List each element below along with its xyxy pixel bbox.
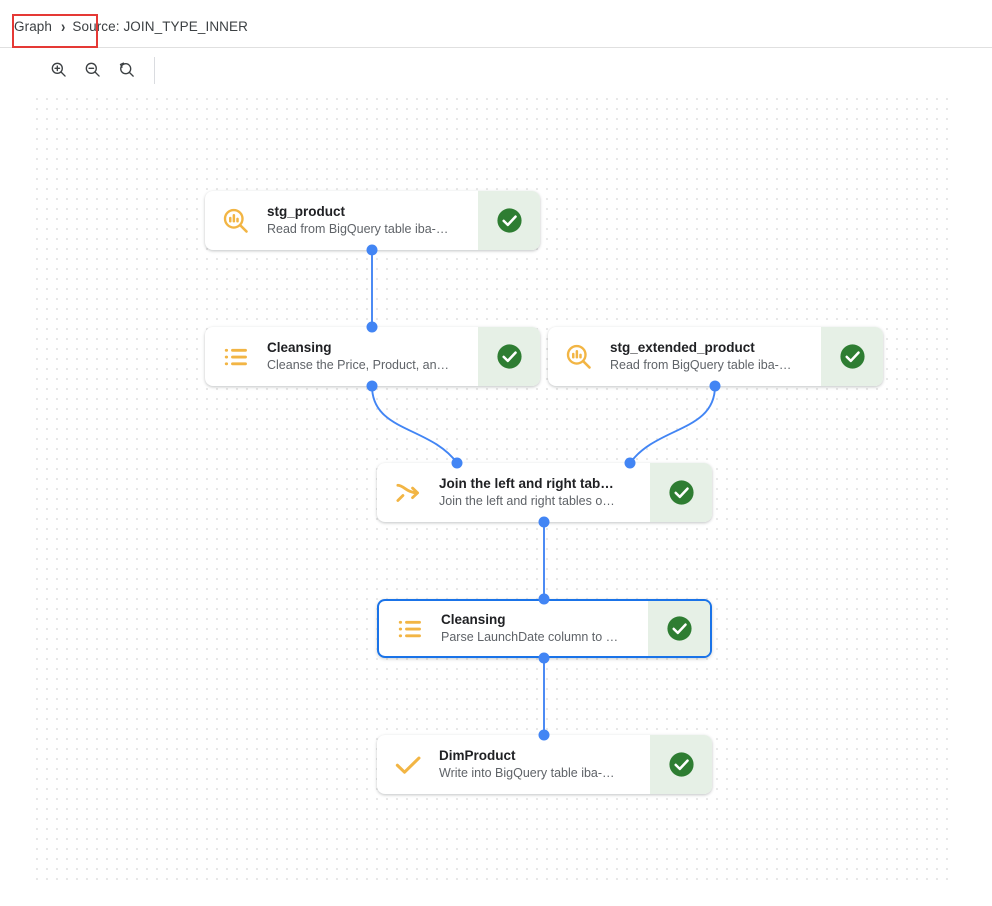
page-header: Graph › Source: JOIN_TYPE_INNER bbox=[0, 0, 992, 48]
status-badge bbox=[478, 191, 540, 250]
check-circle-icon bbox=[667, 750, 696, 779]
node-title: DimProduct bbox=[439, 748, 516, 763]
node-port-output[interactable] bbox=[538, 516, 550, 528]
zoom-in-icon bbox=[49, 60, 68, 79]
breadcrumb-root-link[interactable]: Graph bbox=[14, 18, 53, 34]
graph-edge bbox=[371, 385, 458, 464]
magnifier-chart-icon bbox=[548, 327, 610, 386]
node-port-input[interactable] bbox=[538, 593, 550, 605]
node-title: stg_extended_product bbox=[610, 340, 755, 355]
node-port-output[interactable] bbox=[366, 244, 378, 256]
status-badge bbox=[650, 463, 712, 522]
list-icon bbox=[379, 601, 441, 656]
node-title: Cleansing bbox=[267, 340, 332, 355]
check-circle-icon bbox=[495, 206, 524, 235]
node-port-output[interactable] bbox=[538, 652, 550, 664]
node-port-output[interactable] bbox=[366, 380, 378, 392]
node-title: stg_product bbox=[267, 204, 346, 219]
graph-toolbar bbox=[0, 48, 992, 90]
status-badge bbox=[821, 327, 883, 386]
status-badge bbox=[648, 601, 710, 656]
zoom-out-button[interactable] bbox=[78, 55, 106, 83]
check-circle-icon bbox=[665, 614, 694, 643]
breadcrumb: Graph › Source: JOIN_TYPE_INNER bbox=[14, 13, 248, 39]
check-circle-icon bbox=[667, 478, 696, 507]
zoom-reset-icon bbox=[117, 60, 136, 79]
chevron-right-icon: › bbox=[61, 16, 66, 36]
node-subtitle: Parse LaunchDate column to … bbox=[441, 630, 619, 644]
status-badge bbox=[478, 327, 540, 386]
node-port-input[interactable] bbox=[538, 729, 550, 741]
node-subtitle: Read from BigQuery table iba-… bbox=[267, 222, 449, 236]
check-circle-icon bbox=[838, 342, 867, 371]
node-subtitle: Read from BigQuery table iba-… bbox=[610, 358, 792, 372]
toolbar-divider bbox=[154, 57, 155, 84]
node-subtitle: Write into BigQuery table iba-… bbox=[439, 766, 615, 780]
zoom-in-button[interactable] bbox=[44, 55, 72, 83]
join-arrow-icon bbox=[377, 463, 439, 522]
node-title: Join the left and right tab… bbox=[439, 476, 614, 491]
checkmark-icon bbox=[377, 735, 439, 794]
node-title: Cleansing bbox=[441, 612, 506, 627]
node-port-input-right[interactable] bbox=[624, 457, 636, 469]
graph-edge bbox=[629, 385, 716, 464]
check-circle-icon bbox=[495, 342, 524, 371]
node-subtitle: Cleanse the Price, Product, an… bbox=[267, 358, 450, 372]
list-icon bbox=[205, 327, 267, 386]
zoom-out-icon bbox=[83, 60, 102, 79]
node-port-output[interactable] bbox=[709, 380, 721, 392]
node-subtitle: Join the left and right tables o… bbox=[439, 494, 615, 508]
magnifier-chart-icon bbox=[205, 191, 267, 250]
node-text-block: Join the left and right tab… Join the lef… bbox=[439, 463, 650, 522]
status-badge bbox=[650, 735, 712, 794]
zoom-reset-button[interactable] bbox=[112, 55, 140, 83]
breadcrumb-current-item: Source: JOIN_TYPE_INNER bbox=[72, 18, 248, 34]
node-port-input-left[interactable] bbox=[451, 457, 463, 469]
graph-node-join_node[interactable]: Join the left and right tab… Join the lef… bbox=[377, 463, 712, 522]
node-port-input[interactable] bbox=[366, 321, 378, 333]
